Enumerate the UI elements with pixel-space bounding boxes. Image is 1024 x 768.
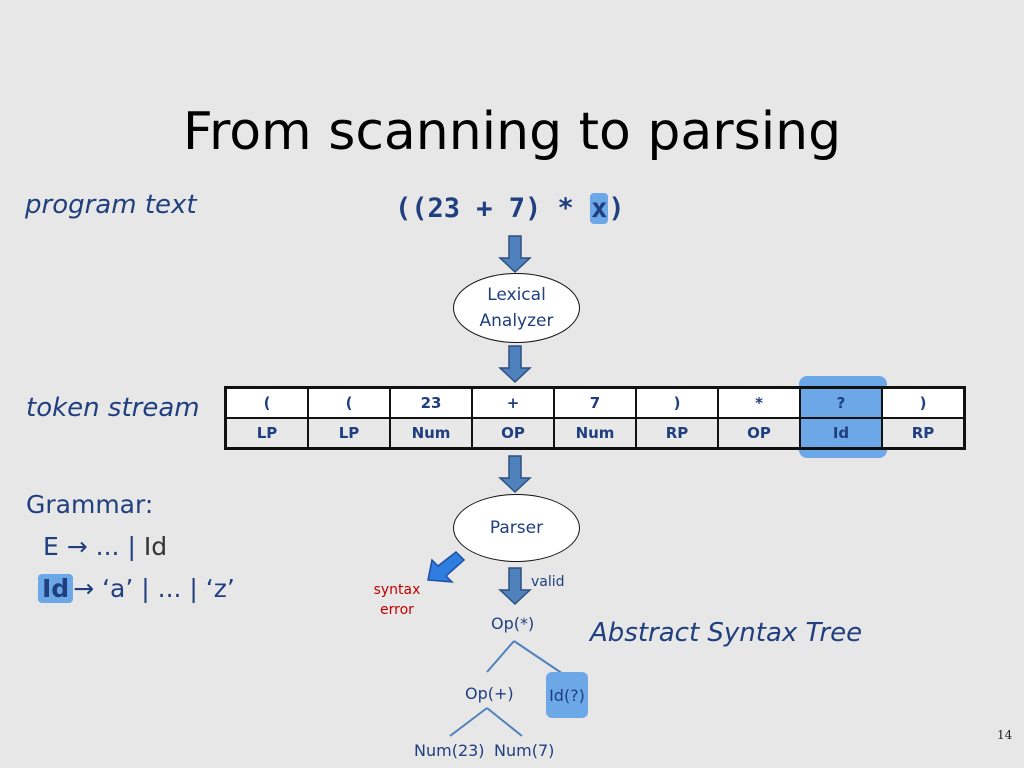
token-type-highlight: Id xyxy=(799,417,883,450)
code-suffix: ) xyxy=(608,193,625,224)
down-arrow-icon xyxy=(498,455,532,494)
rule1-lhs: E xyxy=(43,532,59,561)
lexer-line2: Analyzer xyxy=(479,311,554,331)
token-type: Num xyxy=(389,417,473,450)
program-text-label: program text xyxy=(25,190,197,220)
ast-id-node: Id(?) xyxy=(546,672,588,718)
rule2-lhs-highlight: Id xyxy=(38,574,74,603)
ast-root-node: Op(*) xyxy=(491,614,535,633)
token-value: ( xyxy=(224,386,309,419)
ast-op-add-node: Op(+) xyxy=(465,684,514,703)
token-table: ( ( 23 + 7 ) * ? ) LP LP Num OP Num RP O… xyxy=(224,386,966,450)
code-prefix: ((23 + 7) * xyxy=(395,193,591,224)
page-number: 14 xyxy=(997,728,1013,742)
code-highlight-x: x xyxy=(590,193,609,224)
parser-label: Parser xyxy=(489,518,544,538)
token-type: RP xyxy=(635,417,719,450)
token-type: OP xyxy=(717,417,801,450)
rule1-id: Id xyxy=(143,532,168,561)
down-arrow-icon xyxy=(498,235,532,274)
ast-edges xyxy=(449,640,567,737)
token-types-row: LP LP Num OP Num RP OP Id RP xyxy=(224,417,966,450)
ast-num7-node: Num(7) xyxy=(494,741,555,760)
token-value: + xyxy=(471,386,555,419)
token-type: Num xyxy=(553,417,637,450)
down-arrow-icon xyxy=(498,567,532,606)
token-value: ) xyxy=(635,386,719,419)
syntax-error-label: syntax error xyxy=(372,580,422,620)
program-code: ((23 + 7) * x) xyxy=(395,193,625,224)
rule2-rhs: ‘a’ | ... | ‘z’ xyxy=(102,574,235,603)
arrow-icon: → xyxy=(66,532,88,561)
token-type: LP xyxy=(224,417,309,450)
parser-node: Parser xyxy=(453,494,580,562)
grammar-rule-1: E → ... | Id xyxy=(43,532,167,561)
token-value: * xyxy=(717,386,801,419)
ast-id-label: Id(?) xyxy=(549,685,585,705)
token-value: 23 xyxy=(389,386,473,419)
token-type: RP xyxy=(881,417,966,450)
syntax-error-line2: error xyxy=(380,602,414,618)
lexer-line1: Lexical xyxy=(487,285,546,305)
token-type: LP xyxy=(307,417,391,450)
grammar-rule-2: Id→ ‘a’ | ... | ‘z’ xyxy=(38,574,235,603)
rule1-rhs: ... | xyxy=(95,532,144,561)
valid-label: valid xyxy=(531,574,565,590)
ast-label: Abstract Syntax Tree xyxy=(590,618,863,648)
slide-title: From scanning to parsing xyxy=(182,102,842,162)
syntax-error-line1: syntax xyxy=(373,582,421,598)
lexical-analyzer-node: Lexical Analyzer xyxy=(453,273,580,343)
token-stream-label: token stream xyxy=(26,393,200,423)
error-arrow-icon xyxy=(427,551,466,583)
ast-num23-node: Num(23) xyxy=(414,741,485,760)
down-arrow-icon xyxy=(498,345,532,384)
grammar-title: Grammar: xyxy=(26,490,154,519)
token-type: OP xyxy=(471,417,555,450)
arrow-icon: → xyxy=(73,574,95,603)
